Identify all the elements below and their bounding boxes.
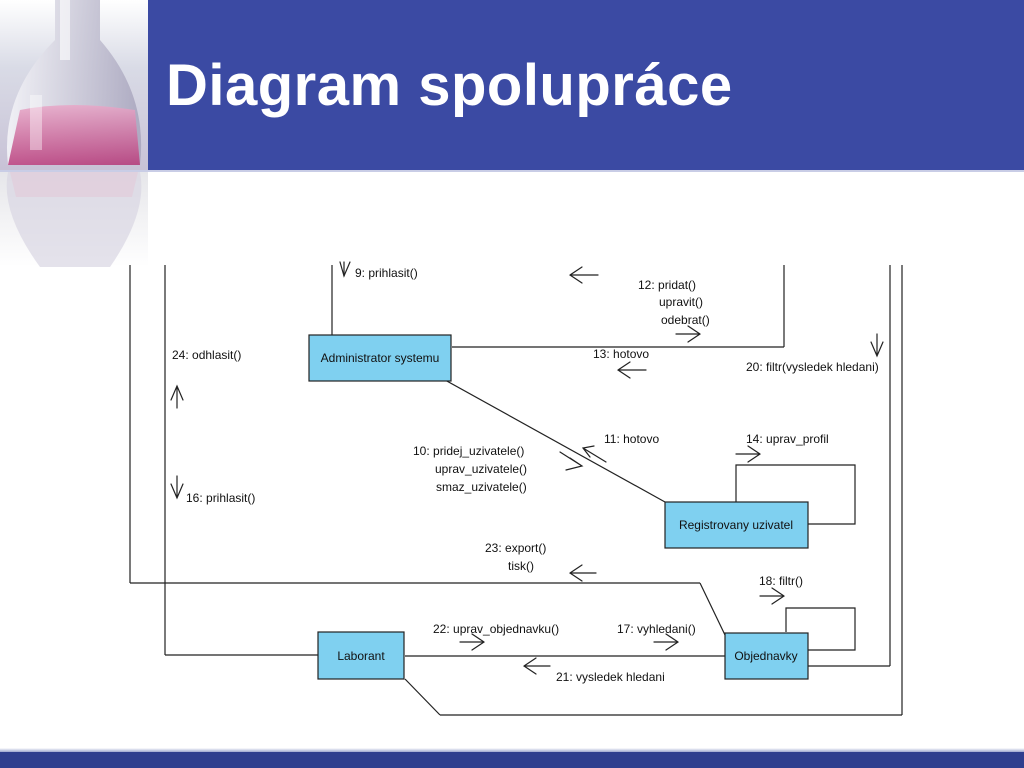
object-label: Administrator systemu bbox=[321, 351, 440, 365]
page-title: Diagram spolupráce bbox=[166, 53, 733, 118]
arrow-down-icon bbox=[870, 333, 884, 358]
message-label: 17: vyhledani() bbox=[617, 622, 696, 636]
flask-image bbox=[0, 0, 148, 170]
self-loop-obj bbox=[785, 607, 856, 651]
object-label: Laborant bbox=[337, 649, 385, 663]
arrow-right-icon bbox=[675, 325, 702, 343]
arrow-left-icon bbox=[568, 564, 597, 582]
message-label: 24: odhlasit() bbox=[172, 348, 241, 362]
arrow-down-icon bbox=[170, 475, 184, 500]
object-orders: Objednavky bbox=[724, 632, 809, 680]
arrow-up-icon bbox=[170, 384, 184, 409]
arrow-right-icon bbox=[735, 445, 762, 463]
message-label: 18: filtr() bbox=[759, 574, 803, 588]
message-label: tisk() bbox=[508, 559, 534, 573]
arrow-left-icon bbox=[616, 361, 647, 379]
self-loop-reg bbox=[735, 464, 856, 525]
slide-header bbox=[0, 0, 1024, 170]
message-label: 22: uprav_objednavku() bbox=[433, 622, 559, 636]
message-label: 10: pridej_uzivatele() bbox=[413, 444, 524, 458]
message-label: 12: pridat() bbox=[638, 278, 696, 292]
arrow-down-icon bbox=[339, 261, 351, 278]
message-label: upravit() bbox=[659, 295, 703, 309]
message-label: 20: filtr(vysledek hledani) bbox=[746, 360, 879, 374]
slide-footer bbox=[0, 752, 1024, 768]
message-label: 13: hotovo bbox=[593, 347, 649, 361]
connector-admin-reg bbox=[444, 379, 666, 503]
object-admin: Administrator systemu bbox=[308, 334, 452, 382]
footer-highlight bbox=[0, 748, 1024, 752]
message-label: uprav_uzivatele() bbox=[435, 462, 527, 476]
arrow-left-icon bbox=[522, 657, 551, 675]
arrow-right-icon bbox=[653, 633, 680, 651]
object-label: Objednavky bbox=[734, 649, 797, 663]
arrow-left-icon bbox=[568, 266, 599, 284]
message-label: 16: prihlasit() bbox=[186, 491, 255, 505]
message-label: 9: prihlasit() bbox=[355, 266, 418, 280]
arrow-right-icon bbox=[559, 451, 584, 471]
message-label: odebrat() bbox=[661, 313, 710, 327]
arrow-right-icon bbox=[459, 633, 486, 651]
message-label: 23: export() bbox=[485, 541, 546, 555]
object-laborant: Laborant bbox=[317, 631, 405, 680]
connector-export-diag bbox=[699, 582, 726, 636]
arrow-right-icon bbox=[759, 587, 786, 605]
flask-reflection-icon bbox=[6, 172, 142, 267]
object-registered-user: Registrovany uzivatel bbox=[664, 501, 809, 549]
header-divider bbox=[0, 170, 1024, 172]
object-label: Registrovany uzivatel bbox=[679, 518, 793, 532]
message-label: 11: hotovo bbox=[604, 432, 659, 446]
flask-icon bbox=[6, 0, 142, 165]
flask-reflection bbox=[0, 172, 148, 267]
arrow-left-icon bbox=[581, 445, 607, 463]
message-label: 14: uprav_profil bbox=[746, 432, 829, 446]
message-label: smaz_uzivatele() bbox=[436, 480, 527, 494]
connector-bottom-diag bbox=[404, 678, 441, 716]
message-label: 21: vysledek hledani bbox=[556, 670, 665, 684]
